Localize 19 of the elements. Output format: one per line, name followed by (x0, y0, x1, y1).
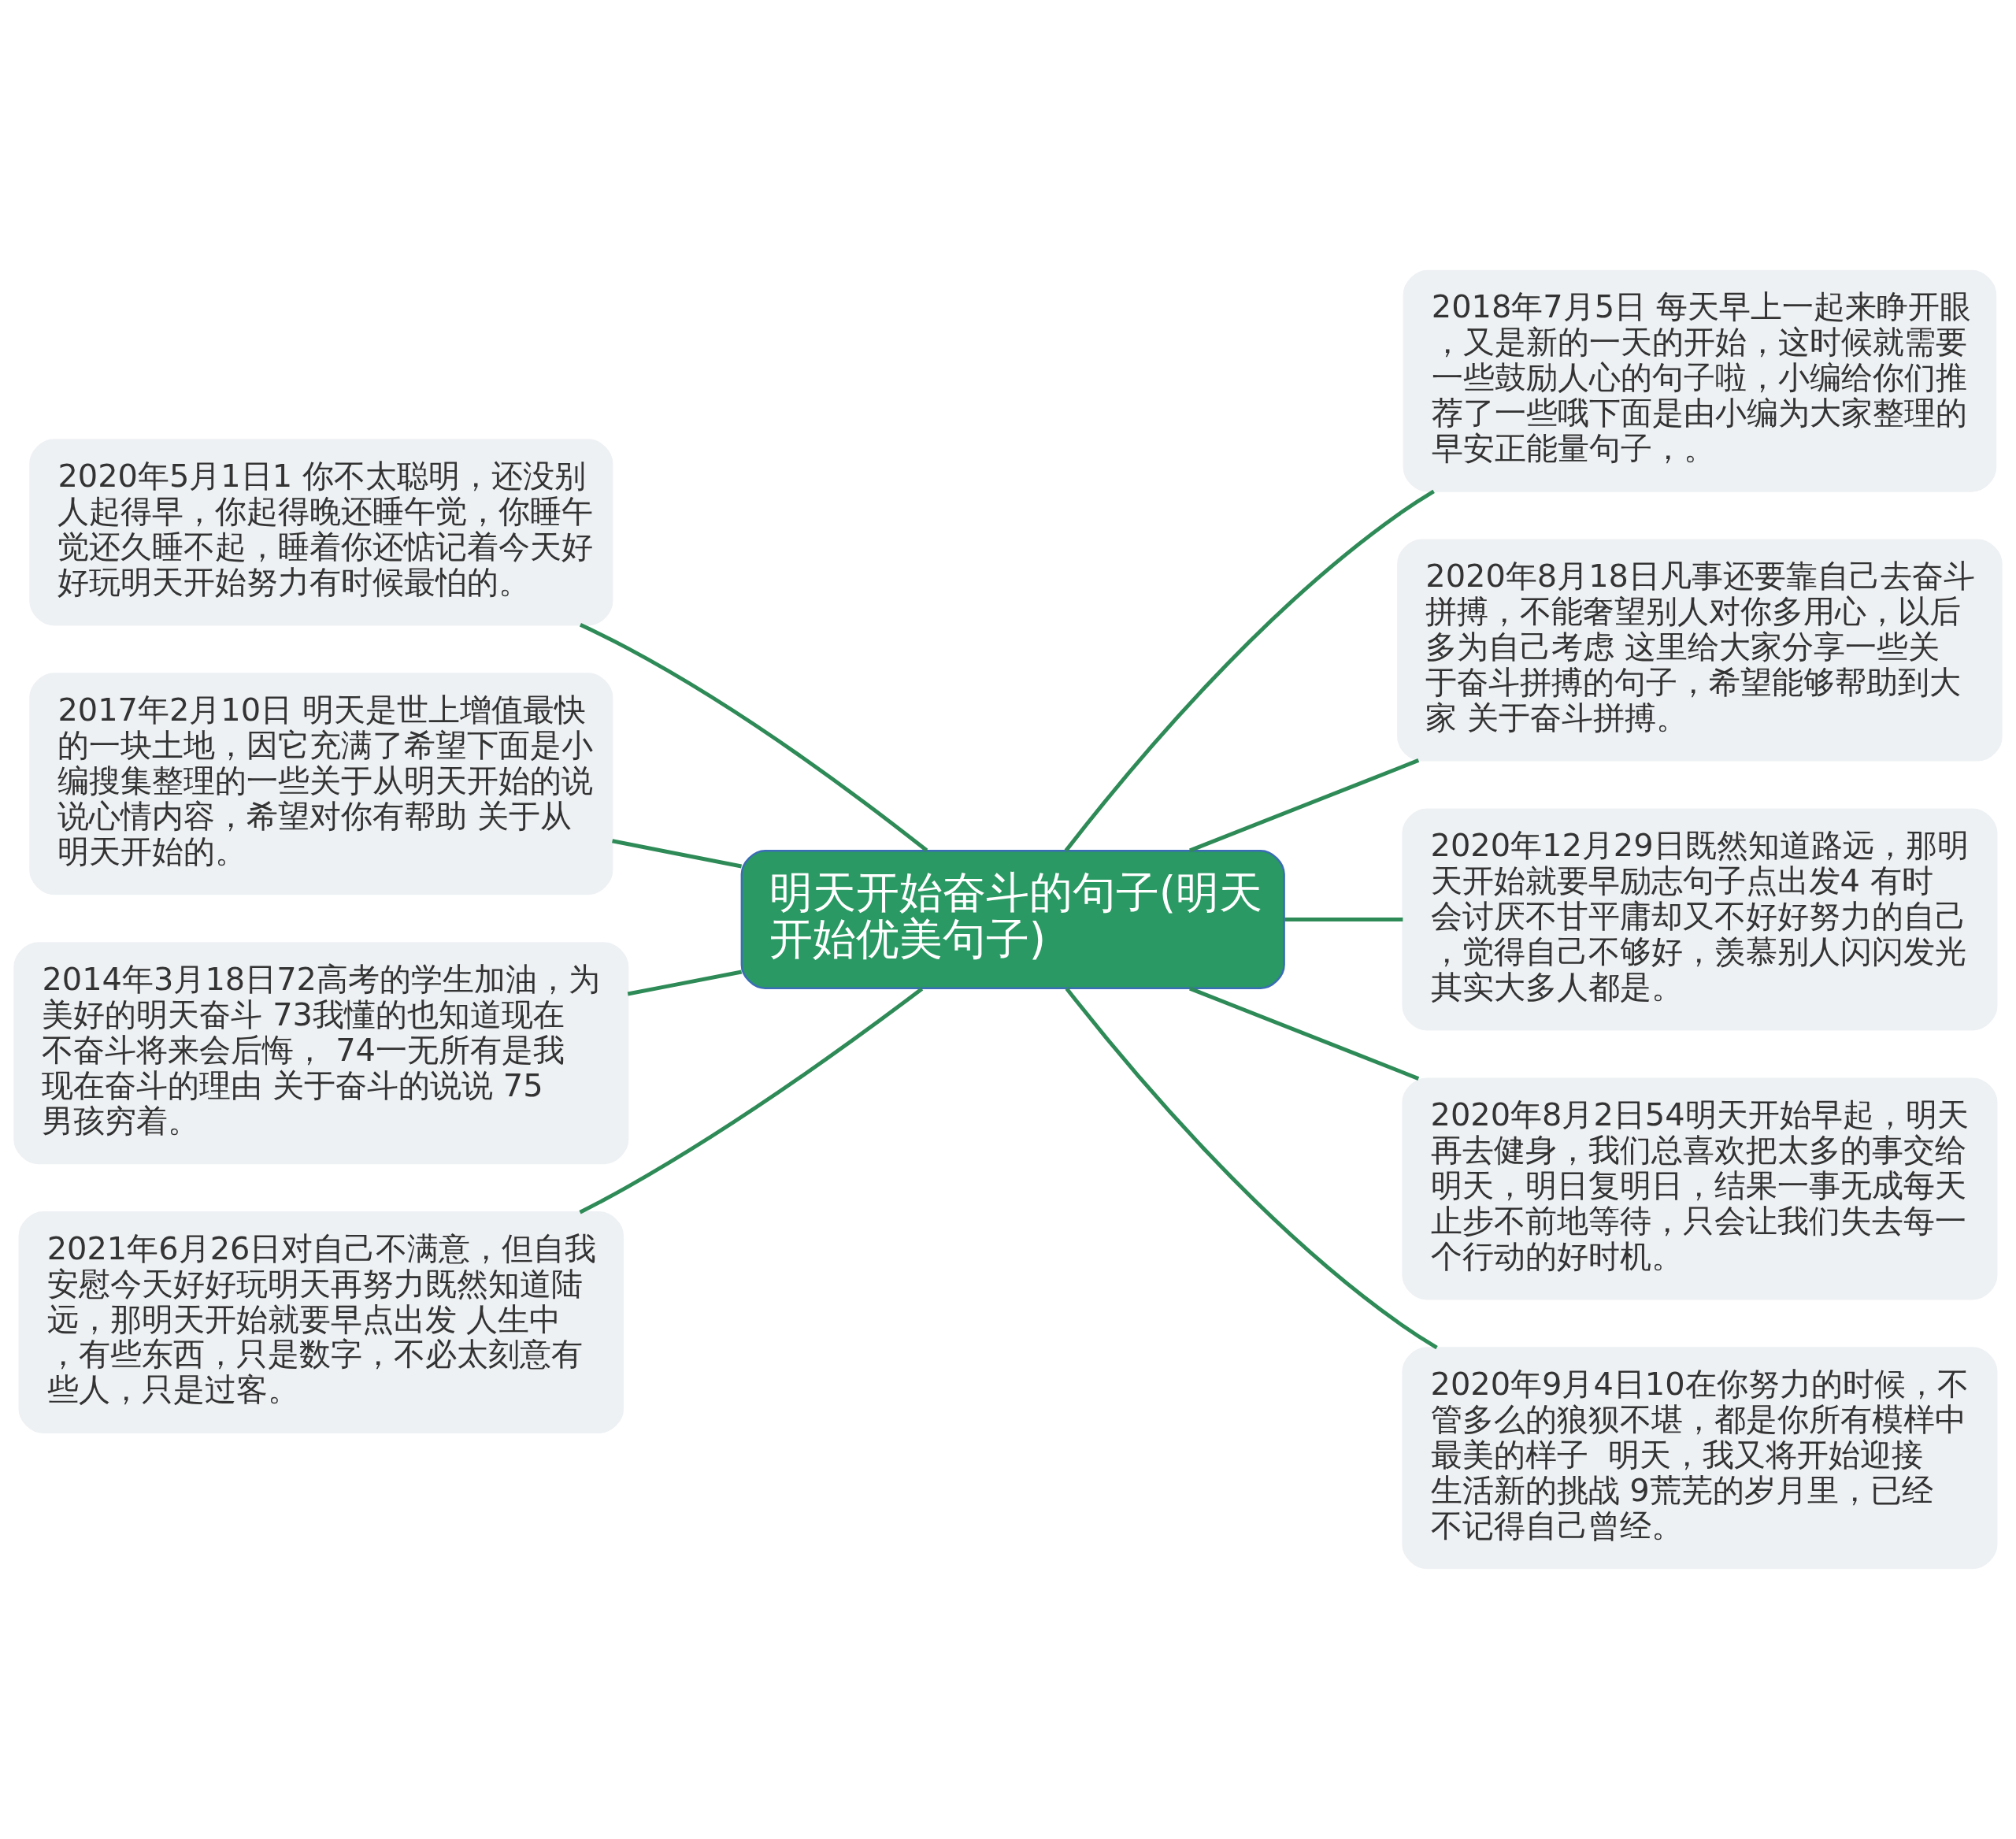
connector (1189, 758, 1420, 853)
node-box: 2018年7月5日 每天早上一起来睁开眼，又是新的一天的开始，这时候就需要一些鼓励人心的句子啦，小编给你们推荐了一些哦下面是由小编为大家整理的早安正能量句子，。 (1403, 269, 1997, 492)
node-box: 明天开始奋斗的句子(明天开始优美句子) (740, 849, 1285, 990)
node-box: 2020年8月18日凡事还要靠自己去奋斗拼搏，不能奢望别人对你多用心，以后多为自己考虑 这里给大家分享一些关于奋斗拼搏的句子，希望能够帮助到大家 关于奋斗拼搏。 (1397, 539, 2003, 762)
node-box: 2020年12月29日既然知道路远，那明天开始就要早励志句子点出发4 有时会讨厌不甘平庸却又不好好努力的自己，觉得自己不够好，羡慕别人闪闪发光其实大多人都是。 (1402, 808, 1998, 1031)
connector (1189, 986, 1420, 1081)
connector (579, 623, 928, 852)
connector (1065, 987, 1438, 1350)
node-box: 2020年5月1日1 你不太聪明，还没别人起得早，你起得晚还睡午觉，你睡午觉还久睡不起，睡着你还惦记着今天好好玩明天开始努力有时候最怕的。 (29, 439, 613, 626)
connector (579, 987, 924, 1214)
node-box: 2020年8月2日54明天开始早起，明天再去健身，我们总喜欢把太多的事交给明天，明日复明日，结果一事无成每天止步不前地等待，只会让我们失去每一个行动的好时机。 (1402, 1077, 1998, 1300)
connector (627, 970, 743, 996)
node-box: 2014年3月18日72高考的学生加油，为美好的明天奋斗 73我懂的也知道现在不奋斗将来会后悔， 74一无所有是我现在奋斗的理由 关于奋斗的说说 75男孩穷着。 (13, 942, 629, 1165)
connector (612, 839, 743, 869)
node-box: 2020年9月4日10在你努力的时候，不管多么的狼狈不堪，都是你所有模样中最美的样子 明天，我又将开始迎接生活新的挑战 9荒芜的岁月里，已经不记得自己曾经。 (1402, 1347, 1998, 1570)
connector (1284, 918, 1403, 921)
connector (1064, 489, 1435, 852)
node-box: 2017年2月10日 明天是世上增值最快的一块土地，因它充满了希望下面是小编搜集整理的一些关于从明天开始的说说心情内容，希望对你有帮助 关于从明天开始的。 (29, 673, 613, 895)
node-box: 2021年6月26日对自己不满意，但自我安慰今天好好玩明天再努力既然知道陆远，那明天开始就要早点出发 人生中，有些东西，只是数字，不必太刻意有些人，只是过客。 (18, 1211, 624, 1434)
